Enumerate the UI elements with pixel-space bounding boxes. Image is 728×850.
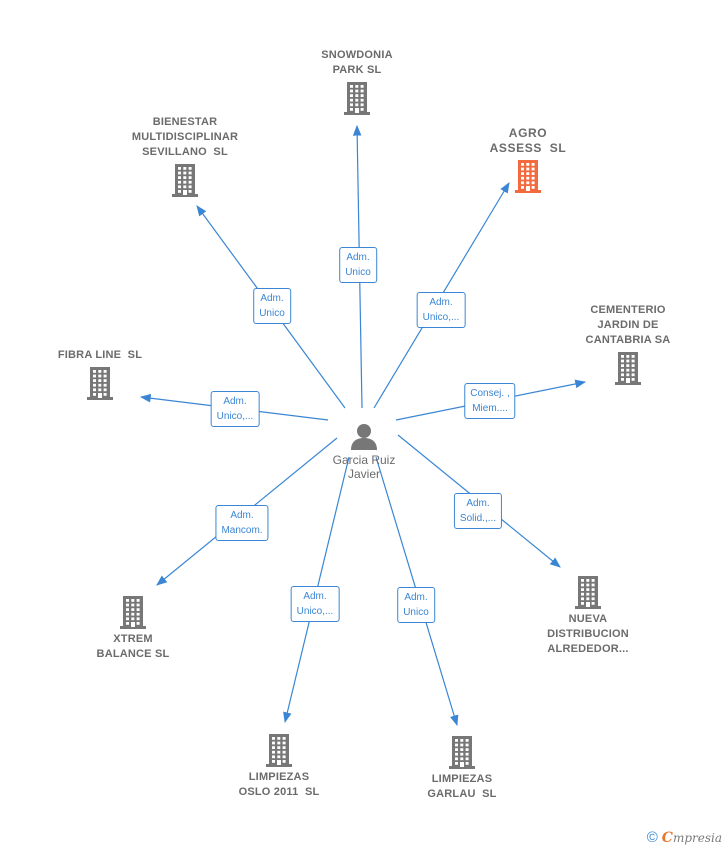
company-node-fibra[interactable]: FIBRA LINE SL bbox=[25, 348, 175, 403]
company-name: XTREM BALANCE SL bbox=[96, 633, 170, 660]
company-name: LIMPIEZAS OSLO 2011 SL bbox=[238, 771, 320, 798]
brand-logo: Cmpresia bbox=[661, 830, 722, 846]
company-node-oslo[interactable]: LIMPIEZAS OSLO 2011 SL bbox=[204, 730, 354, 800]
building-icon bbox=[120, 596, 146, 629]
relation-label-bienestar[interactable]: Adm. Unico bbox=[253, 288, 291, 324]
company-name: CEMENTERIO JARDIN DE CANTABRIA SA bbox=[585, 304, 671, 346]
company-node-snowdonia[interactable]: SNOWDONIA PARK SL bbox=[282, 48, 432, 118]
copyright-symbol: © bbox=[646, 829, 658, 846]
building-icon bbox=[615, 352, 641, 385]
building-icon bbox=[266, 734, 292, 767]
relation-label-cementerio[interactable]: Consej. , Miem.... bbox=[464, 383, 516, 419]
building-icon bbox=[449, 736, 475, 769]
footer-credit[interactable]: ©Cmpresia bbox=[647, 829, 722, 846]
relation-label-garlau[interactable]: Adm. Unico bbox=[397, 587, 435, 623]
company-node-bienestar[interactable]: BIENESTAR MULTIDISCIPLINAR SEVILLANO SL bbox=[110, 115, 260, 200]
building-icon bbox=[344, 82, 370, 115]
company-name: NUEVA DISTRIBUCION ALREDEDOR... bbox=[547, 613, 629, 655]
person-node[interactable]: Garcia Ruiz Javier bbox=[304, 421, 424, 481]
company-node-cementerio[interactable]: CEMENTERIO JARDIN DE CANTABRIA SA bbox=[553, 303, 703, 388]
building-icon bbox=[575, 576, 601, 609]
relation-label-fibra[interactable]: Adm. Unico,... bbox=[210, 391, 260, 427]
building-icon bbox=[515, 160, 541, 193]
relation-label-xtrem[interactable]: Adm. Mancom. bbox=[215, 505, 269, 541]
building-icon bbox=[172, 164, 198, 197]
person-icon bbox=[351, 424, 377, 450]
building-icon bbox=[87, 367, 113, 400]
company-node-agro[interactable]: AGRO ASSESS SL bbox=[453, 126, 603, 196]
relation-label-agro[interactable]: Adm. Unico,... bbox=[416, 292, 466, 328]
person-name: Garcia Ruiz Javier bbox=[332, 453, 396, 481]
company-name: SNOWDONIA PARK SL bbox=[321, 49, 393, 76]
company-node-xtrem[interactable]: XTREM BALANCE SL bbox=[58, 592, 208, 662]
company-node-garlau[interactable]: LIMPIEZAS GARLAU SL bbox=[387, 732, 537, 802]
company-name: AGRO ASSESS SL bbox=[489, 126, 567, 155]
company-name: LIMPIEZAS GARLAU SL bbox=[427, 773, 497, 800]
company-name: FIBRA LINE SL bbox=[57, 349, 143, 361]
relation-label-nueva[interactable]: Adm. Solid.,... bbox=[453, 493, 503, 529]
relation-label-snowdonia[interactable]: Adm. Unico bbox=[339, 247, 377, 283]
company-name: BIENESTAR MULTIDISCIPLINAR SEVILLANO SL bbox=[131, 116, 239, 158]
company-node-nueva[interactable]: NUEVA DISTRIBUCION ALREDEDOR... bbox=[513, 572, 663, 657]
relation-label-oslo[interactable]: Adm. Unico,... bbox=[290, 586, 340, 622]
